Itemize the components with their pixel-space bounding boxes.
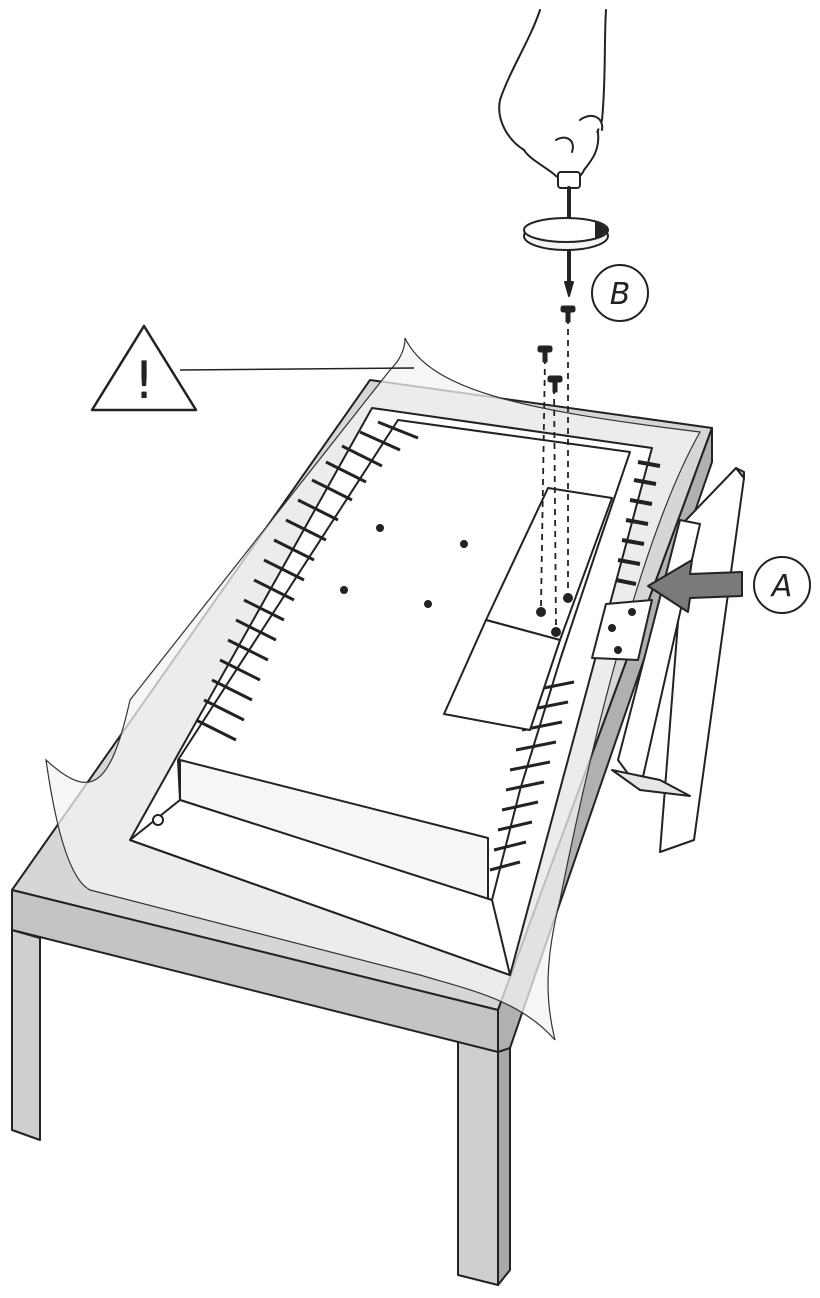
- warning-leader-line: [179, 367, 415, 371]
- callout-a: A: [753, 556, 811, 614]
- screws: [537, 305, 576, 393]
- mount-hole: [376, 524, 384, 532]
- mount-hole: [460, 540, 468, 548]
- tv-vent-upper-right: [615, 460, 661, 586]
- callout-b-circle: [591, 264, 649, 322]
- callout-b-label: B: [610, 277, 631, 312]
- finger-thumb: [579, 114, 604, 131]
- mount-hole: [340, 586, 348, 594]
- warning-callout: !: [90, 324, 415, 412]
- power-port: [152, 814, 164, 826]
- stand-base-plate: [659, 467, 745, 853]
- finger-index: [555, 136, 574, 153]
- callout-a-label: A: [770, 569, 793, 604]
- tv-bottom-strip: [129, 799, 511, 976]
- stand-receiver-lower: [443, 619, 561, 731]
- screw-guides: [540, 318, 569, 627]
- screw-hole-receiver: [551, 627, 561, 637]
- stand-base-plate-edge: [735, 467, 745, 479]
- bracket-hole: [608, 624, 616, 632]
- warning-icon-mark: !: [134, 351, 155, 411]
- screw-hole-receiver: [536, 607, 546, 617]
- screwdriver-ferrule: [557, 171, 581, 189]
- mount-hole: [424, 600, 432, 608]
- bracket-hole: [628, 608, 636, 616]
- hand-with-screwdriver: [498, 9, 609, 297]
- warning-icon: [90, 324, 198, 412]
- screw: [560, 305, 576, 323]
- tv-vent-left: [195, 420, 419, 742]
- screw-hole-receiver: [563, 593, 573, 603]
- table-leg-front-left: [11, 929, 41, 1141]
- bracket-hole: [614, 646, 622, 654]
- callout-b: B: [591, 264, 649, 322]
- insert-arrow: [647, 559, 743, 613]
- table-leg-front-right: [457, 1019, 499, 1286]
- rotation-arrow-head: [595, 221, 609, 239]
- screw: [537, 345, 553, 363]
- stand-bracket: [591, 599, 653, 661]
- tv-back: [129, 407, 661, 976]
- screw: [547, 375, 563, 393]
- stand-neck-foot: [611, 769, 691, 797]
- table-leg-back-right-inner: [497, 1019, 511, 1286]
- callout-a-circle: [753, 556, 811, 614]
- screwdriver-tip: [564, 281, 574, 297]
